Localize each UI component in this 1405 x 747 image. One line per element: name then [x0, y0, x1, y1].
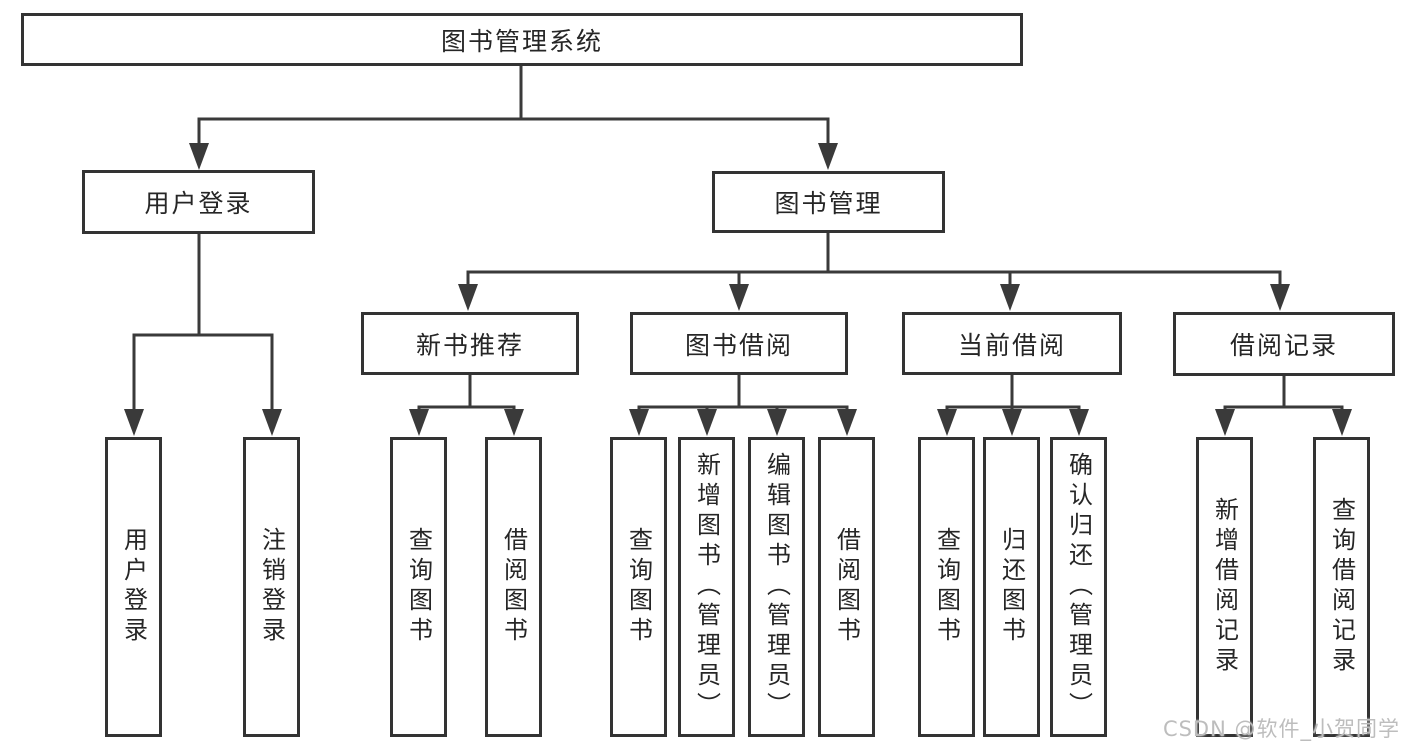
arrowhead: [1000, 284, 1020, 311]
node-add-borrow-record-label: 新增借阅记录: [1210, 497, 1239, 677]
arrowhead: [937, 409, 957, 436]
node-library-system-label: 图书管理系统: [440, 26, 603, 56]
watermark: CSDN @软件_小贺同学: [1162, 717, 1400, 741]
arrowhead: [837, 409, 857, 436]
node-logout-action-label: 注销登录: [257, 527, 286, 647]
node-query-borrow-record: 查询借阅记录: [1313, 437, 1370, 737]
arrowhead: [1002, 409, 1022, 436]
arrowhead: [697, 409, 717, 436]
node-edit-books-admin: 编辑图书（管理员）: [748, 437, 805, 737]
connector-book-borrow-branch: [637, 373, 849, 413]
node-logout-action: 注销登录: [243, 437, 300, 737]
node-query-books-borrowing: 查询图书: [610, 437, 667, 737]
node-book-borrowing: 图书借阅: [630, 312, 848, 375]
node-current-borrowing: 当前借阅: [902, 312, 1122, 375]
node-borrowing-records-label: 借阅记录: [1229, 331, 1338, 360]
node-query-books-current: 查询图书: [918, 437, 975, 737]
connector-borrow-record-branch: [1223, 373, 1344, 413]
node-library-system: 图书管理系统: [21, 13, 1023, 66]
node-new-book-recommendation: 新书推荐: [361, 312, 579, 375]
node-query-books-current-label: 查询图书: [932, 527, 961, 647]
arrowhead: [1215, 409, 1235, 436]
arrowhead: [124, 409, 144, 436]
node-borrowing-records: 借阅记录: [1173, 312, 1395, 376]
arrowhead: [458, 284, 478, 311]
arrowhead: [1332, 409, 1352, 436]
node-new-book-recommendation-label: 新书推荐: [415, 330, 524, 360]
node-add-borrow-record: 新增借阅记录: [1196, 437, 1253, 737]
arrowhead: [1270, 284, 1290, 311]
node-user-login: 用户登录: [82, 170, 315, 234]
node-return-books: 归还图书: [983, 437, 1040, 737]
arrowhead: [504, 409, 524, 436]
node-borrow-books-recommend-label: 借阅图书: [499, 527, 528, 647]
node-confirm-return-admin-label: 确认归还（管理员）: [1064, 452, 1093, 722]
connector-current-borrow-branch: [945, 373, 1081, 413]
node-add-books-admin-label: 新增图书（管理员）: [692, 452, 721, 722]
connector-book-management-branch: [466, 231, 1282, 288]
node-book-borrowing-label: 图书借阅: [684, 330, 793, 360]
node-borrow-books-borrowing-label: 借阅图书: [832, 527, 861, 647]
arrowhead: [262, 409, 282, 436]
node-borrow-books-recommend: 借阅图书: [485, 437, 542, 737]
node-current-borrowing-label: 当前借阅: [957, 330, 1066, 360]
node-user-login-action-label: 用户登录: [119, 527, 148, 647]
node-book-management: 图书管理: [712, 171, 945, 233]
node-user-login-action: 用户登录: [105, 437, 162, 737]
connector-user-login-branch: [132, 232, 274, 412]
connector-new-book-branch: [417, 373, 516, 413]
arrowhead: [818, 143, 838, 170]
arrowhead: [729, 284, 749, 311]
node-confirm-return-admin: 确认归还（管理员）: [1050, 437, 1107, 737]
node-query-books-recommend-label: 查询图书: [404, 527, 433, 647]
arrowhead: [189, 143, 209, 170]
node-user-login-label: 用户登录: [144, 189, 253, 218]
connector-root-branch: [197, 63, 830, 146]
arrowhead: [767, 409, 787, 436]
node-book-management-label: 图书管理: [774, 189, 883, 218]
node-query-borrow-record-label: 查询借阅记录: [1327, 497, 1356, 677]
node-query-books-borrowing-label: 查询图书: [624, 527, 653, 647]
node-borrow-books-borrowing: 借阅图书: [818, 437, 875, 737]
node-add-books-admin: 新增图书（管理员）: [678, 437, 735, 737]
node-edit-books-admin-label: 编辑图书（管理员）: [762, 452, 791, 722]
arrowhead: [1069, 409, 1089, 436]
node-query-books-recommend: 查询图书: [390, 437, 447, 737]
node-return-books-label: 归还图书: [997, 527, 1026, 647]
arrowhead: [409, 409, 429, 436]
arrowhead: [629, 409, 649, 436]
